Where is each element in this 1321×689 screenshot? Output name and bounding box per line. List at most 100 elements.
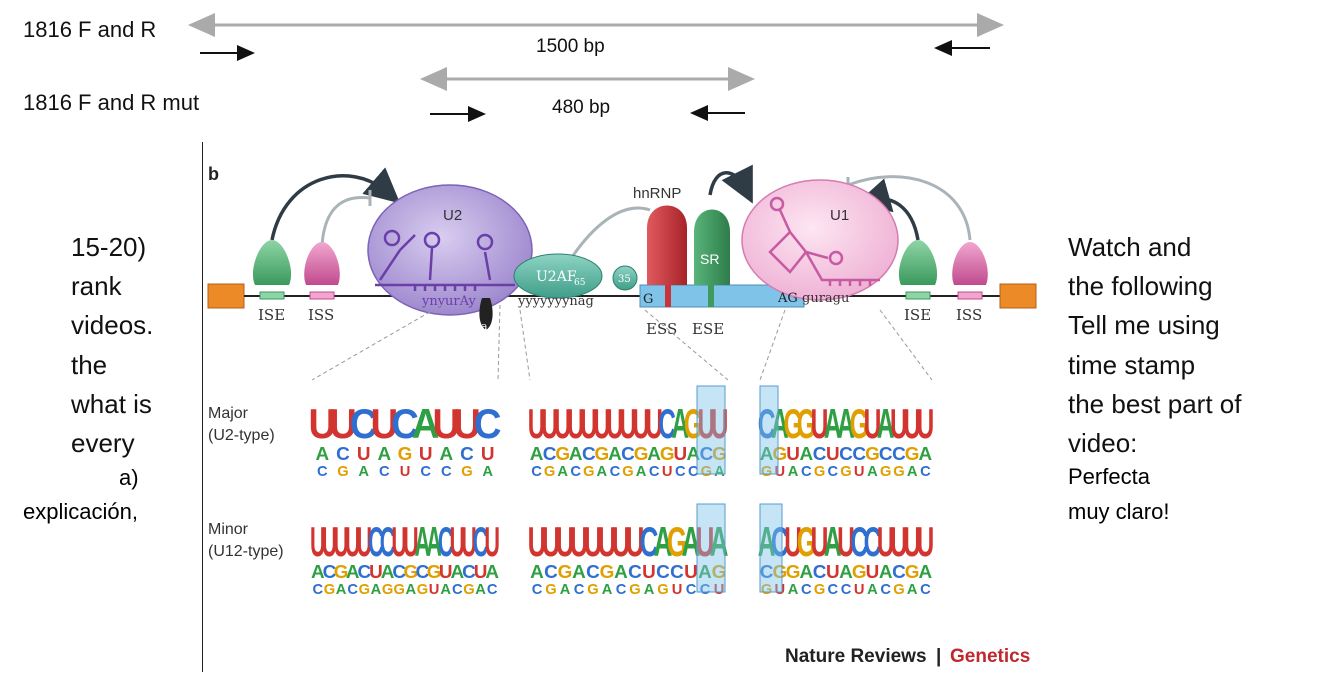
logo-letter: A	[907, 582, 918, 598]
logo-letter: G	[337, 464, 348, 480]
logo-letter: U	[775, 464, 786, 480]
logo-letter: A	[358, 464, 369, 480]
logo-letter: A	[672, 401, 690, 447]
logo-letter: G	[660, 444, 675, 465]
logo-letter: U	[593, 401, 611, 447]
right-line: time stamp	[1068, 349, 1196, 380]
logo-letter: G	[334, 562, 349, 583]
logo-letter: U	[570, 520, 589, 566]
primer-label-1816: 1816 F and R	[23, 17, 157, 42]
logo-letter: G	[893, 464, 904, 480]
logo-letter: A	[530, 444, 544, 465]
logo-letter: C	[570, 464, 581, 480]
u2-label: U2	[443, 207, 462, 224]
logo-letter: C	[920, 464, 931, 480]
logo-letter: C	[686, 582, 697, 598]
logo-letter: G	[359, 582, 370, 598]
logo-letter: A	[614, 562, 628, 583]
right-text-block: Watch and the following Tell me using ti…	[1068, 228, 1241, 463]
logo-letter: G	[865, 444, 880, 465]
logo-letter: A	[311, 562, 325, 583]
logo-letter: C	[416, 562, 430, 583]
logo-letter: G	[544, 464, 555, 480]
logo-letter: G	[393, 582, 404, 598]
logo-letter: U	[450, 520, 466, 566]
logo-letter: C	[357, 562, 371, 583]
logo-letter: C	[852, 444, 866, 465]
ise-label-right: ISE	[904, 306, 931, 324]
logo-letter: G	[814, 464, 825, 480]
ise-factor-right	[898, 240, 938, 285]
logo-letter: U	[890, 401, 908, 447]
logo-letter: A	[919, 562, 933, 583]
logo-letter: G	[684, 401, 703, 447]
logo-letter: U	[864, 401, 882, 447]
logo-letter: A	[440, 582, 451, 598]
logo-letter: G	[545, 582, 556, 598]
logo-letter: C	[880, 582, 891, 598]
logo-letter: G	[893, 582, 904, 598]
logo-letter: A	[714, 464, 725, 480]
sr-protein	[694, 209, 730, 285]
logo-letter: U	[786, 444, 800, 465]
logo-letter: G	[772, 444, 787, 465]
iss-label-left: ISS	[308, 306, 334, 324]
logo-highlight-boxes	[696, 385, 783, 593]
logo-letter: A	[877, 401, 895, 447]
logo-letter: C	[688, 464, 699, 480]
logo-letter: A	[879, 562, 893, 583]
logo-letter: U	[580, 401, 598, 447]
logo-letter: U	[784, 519, 802, 565]
logo-letter: A	[426, 520, 442, 566]
logo-letter: C	[420, 464, 431, 480]
logo-letter: C	[640, 520, 659, 566]
logo-letter: C	[827, 582, 838, 598]
logo-letter: U	[811, 519, 829, 565]
credit-field: Genetics	[950, 646, 1030, 667]
left-line: what is	[71, 388, 152, 419]
logo-letter: U	[711, 401, 729, 447]
splicing-figure: b ISE ISS U2 ynyurAy a U2AF 65 35 yyyyyy…	[207, 164, 1037, 667]
hnrnp-label: hnRNP	[633, 185, 681, 202]
logo-letter: U	[329, 402, 357, 448]
logo-letter: C	[438, 520, 454, 566]
logo-letter: G	[712, 444, 727, 465]
logo-letter: A	[569, 444, 583, 465]
exon-g: G	[643, 292, 653, 307]
minor-label: Minor	[208, 521, 249, 538]
logo-letter: A	[450, 562, 464, 583]
logo-letter: G	[324, 582, 335, 598]
logo-letter: G	[403, 562, 418, 583]
logo-letter: U	[854, 464, 865, 480]
logo-letter: U	[775, 582, 786, 598]
logo-letter: G	[587, 582, 598, 598]
logo-letter: A	[608, 444, 622, 465]
logo-letter: A	[412, 402, 440, 448]
amplicon-size-1500: 1500 bp	[536, 36, 605, 57]
logo-letter: U	[391, 520, 407, 566]
left-line-explicacion: explicación,	[23, 499, 138, 524]
logo-letter: G	[786, 562, 801, 583]
logo-letter: A	[381, 562, 395, 583]
logo-letter: U	[917, 401, 935, 447]
logo-letter: U	[369, 562, 383, 583]
logo-letter: U	[598, 520, 617, 566]
logo-letter: U	[528, 401, 546, 447]
u1-rna-stemloops	[768, 196, 880, 286]
logo-letter: C	[827, 464, 838, 480]
logo-letter: A	[597, 464, 608, 480]
logo-letter: A	[867, 582, 878, 598]
logo-letter: C	[864, 519, 882, 565]
left-line: rank	[71, 271, 122, 302]
logo-letter: U	[357, 520, 373, 566]
logo-letter: G	[629, 582, 640, 598]
major-sub-label: (U2-type)	[208, 427, 275, 444]
u1-label: U1	[830, 207, 849, 224]
u2af-label: U2AF	[536, 269, 577, 285]
logo-letter: U	[403, 520, 419, 566]
u2-snrnp	[367, 184, 533, 316]
logo-letter: U	[645, 401, 663, 447]
ag-sequence: AG	[777, 291, 798, 306]
ess-mark	[665, 285, 671, 307]
logo-letter: G	[558, 562, 573, 583]
